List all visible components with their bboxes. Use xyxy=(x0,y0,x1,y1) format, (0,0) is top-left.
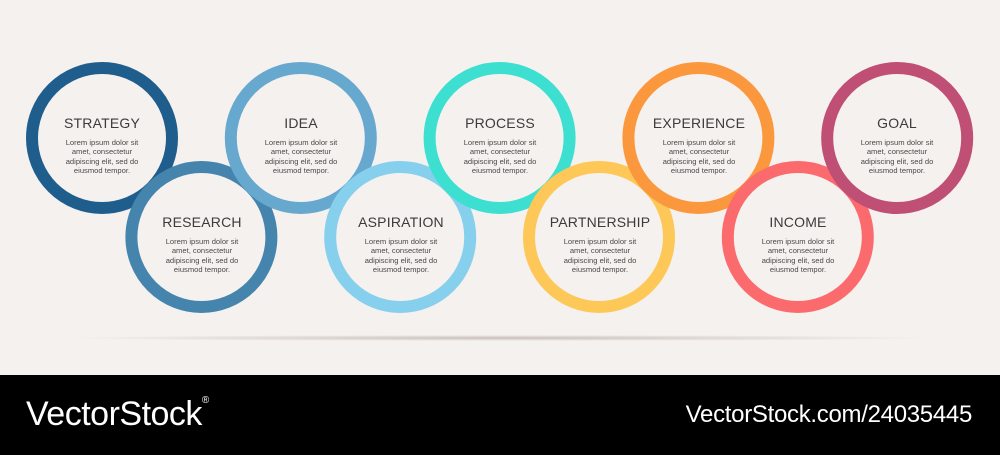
step-description: Lorem ipsum dolor sit amet, consectetur … xyxy=(463,138,537,176)
ring-experience xyxy=(622,62,775,214)
ring-chain xyxy=(26,62,974,313)
step-description: Lorem ipsum dolor sit amet, consectetur … xyxy=(563,237,637,275)
brand-logo: VectorStock® xyxy=(26,395,209,434)
step-title: RESEARCH xyxy=(162,214,242,230)
ground-shadow xyxy=(60,335,940,341)
step-idea: IDEA Lorem ipsum dolor sit amet, consect… xyxy=(236,115,366,176)
step-title: PARTNERSHIP xyxy=(549,214,651,230)
brand-name: VectorStock xyxy=(26,395,202,433)
step-partnership: PARTNERSHIP Lorem ipsum dolor sit amet, … xyxy=(535,214,665,275)
registered-mark: ® xyxy=(201,395,209,406)
step-description: Lorem ipsum dolor sit amet, consectetur … xyxy=(761,237,835,275)
ring-partnership xyxy=(523,161,675,313)
step-description: Lorem ipsum dolor sit amet, consectetur … xyxy=(65,138,139,176)
ring-idea xyxy=(224,62,377,214)
step-description: Lorem ipsum dolor sit amet, consectetur … xyxy=(165,237,239,275)
ring-research xyxy=(125,161,278,313)
ring-strategy xyxy=(26,62,178,214)
step-title: INCOME xyxy=(769,214,827,230)
infographic-canvas: STRATEGY Lorem ipsum dolor sit amet, con… xyxy=(26,62,974,341)
step-description: Lorem ipsum dolor sit amet, consectetur … xyxy=(860,138,934,176)
step-title: PROCESS xyxy=(465,115,535,131)
step-goal: GOAL Lorem ipsum dolor sit amet, consect… xyxy=(832,115,962,176)
step-title: IDEA xyxy=(284,115,318,131)
step-aspiration: ASPIRATION Lorem ipsum dolor sit amet, c… xyxy=(336,214,466,275)
step-description: Lorem ipsum dolor sit amet, consectetur … xyxy=(364,237,438,275)
ring-income xyxy=(721,161,874,313)
step-description: Lorem ipsum dolor sit amet, consectetur … xyxy=(264,138,338,176)
step-strategy: STRATEGY Lorem ipsum dolor sit amet, con… xyxy=(37,115,167,176)
step-process: PROCESS Lorem ipsum dolor sit amet, cons… xyxy=(435,115,565,176)
step-research: RESEARCH Lorem ipsum dolor sit amet, con… xyxy=(137,214,267,275)
image-reference: VectorStock.com/24035445 xyxy=(685,401,973,428)
step-experience: EXPERIENCE Lorem ipsum dolor sit amet, c… xyxy=(634,115,764,176)
step-title: ASPIRATION xyxy=(358,214,444,230)
step-description: Lorem ipsum dolor sit amet, consectetur … xyxy=(662,138,736,176)
ring-aspiration xyxy=(324,161,477,313)
step-income: INCOME Lorem ipsum dolor sit amet, conse… xyxy=(733,214,863,275)
step-title: GOAL xyxy=(877,115,917,131)
ring-goal xyxy=(821,62,974,214)
step-title: EXPERIENCE xyxy=(652,115,746,131)
watermark-bar: VectorStock® VectorStock.com/24035445 xyxy=(0,375,1000,455)
ring-process xyxy=(423,62,576,214)
step-title: STRATEGY xyxy=(63,115,141,131)
